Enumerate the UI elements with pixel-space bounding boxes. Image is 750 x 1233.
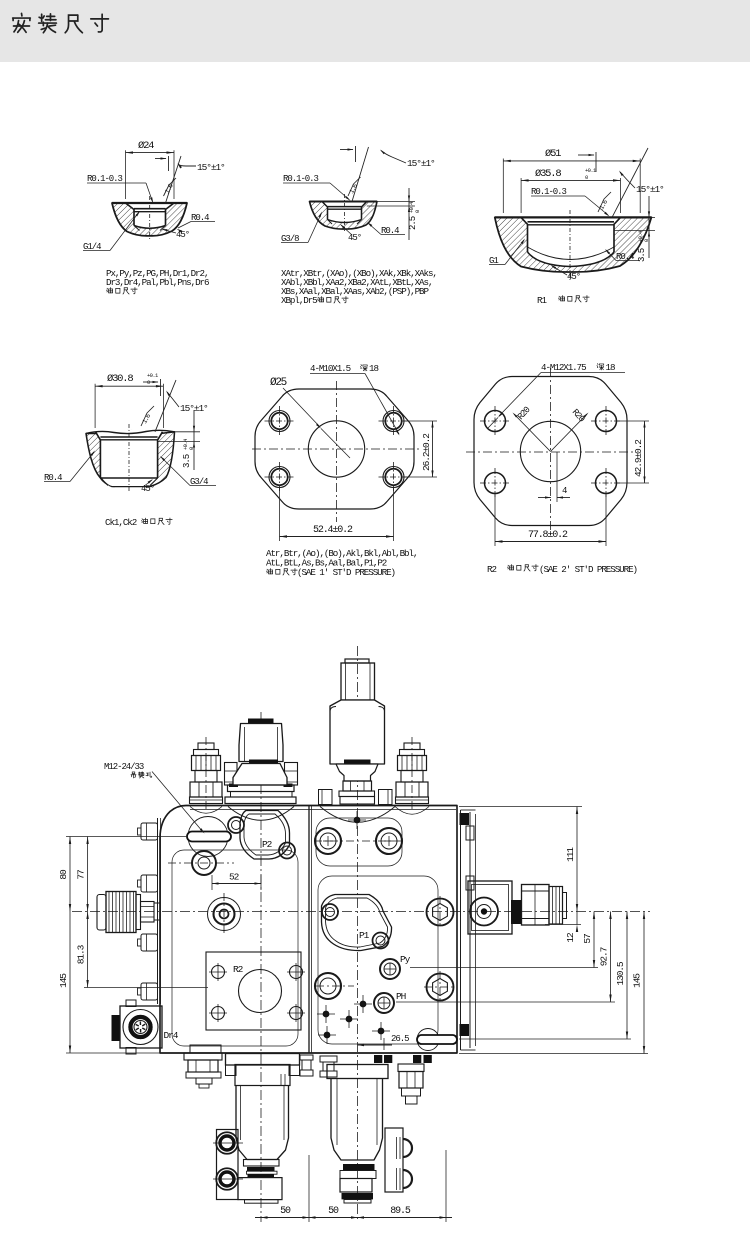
svg-text:0: 0 xyxy=(643,239,650,242)
svg-text:Atr,Btr,(Ao),(Bo),Akl,Bkl,Abl,: Atr,Btr,(Ao),(Bo),Akl,Bkl,Abl,Bbl, xyxy=(266,548,417,559)
svg-text:R2: R2 xyxy=(487,564,496,575)
svg-text:G1: G1 xyxy=(489,256,498,266)
svg-text:M12-24/33: M12-24/33 xyxy=(104,762,144,772)
svg-text:G1/4: G1/4 xyxy=(83,242,101,252)
svg-text:G3/4: G3/4 xyxy=(190,477,208,487)
svg-text:R2: R2 xyxy=(233,964,244,975)
svg-text:P2: P2 xyxy=(262,839,273,850)
svg-text:R0.4: R0.4 xyxy=(616,252,634,262)
svg-text:52.4±0.2: 52.4±0.2 xyxy=(313,525,353,536)
svg-text:Ø24: Ø24 xyxy=(138,140,154,152)
svg-text:45°: 45° xyxy=(141,484,154,494)
svg-text:Dr4: Dr4 xyxy=(164,1030,179,1041)
svg-text:R1: R1 xyxy=(537,295,547,306)
svg-text:145: 145 xyxy=(632,973,643,988)
svg-text:45°: 45° xyxy=(348,233,361,243)
svg-text:R0.1-0.3: R0.1-0.3 xyxy=(87,174,123,184)
svg-text:3.5: 3.5 xyxy=(182,454,192,468)
svg-text:42.9±0.2: 42.9±0.2 xyxy=(633,439,644,477)
svg-text:2.5: 2.5 xyxy=(408,216,418,230)
svg-text:1.6: 1.6 xyxy=(164,183,175,195)
svg-text:0: 0 xyxy=(147,379,150,386)
svg-text:+0.1: +0.1 xyxy=(147,372,159,379)
svg-text:15°±1°: 15°±1° xyxy=(407,158,435,169)
svg-text:AtL,BtL,As,Bs,Aal,Bal,P1,P2: AtL,BtL,As,Bs,Aal,Bal,P1,P2 xyxy=(266,558,387,569)
svg-text:45°: 45° xyxy=(176,230,189,240)
svg-text:(SAE 2' ST'D PRESSURE): (SAE 2' ST'D PRESSURE) xyxy=(539,564,637,575)
svg-text:4-M12X1.75: 4-M12X1.75 xyxy=(541,362,586,373)
svg-text:26.2±0.2: 26.2±0.2 xyxy=(421,433,432,471)
svg-text:50: 50 xyxy=(328,1206,339,1217)
svg-text:G3/8: G3/8 xyxy=(281,234,299,244)
svg-text:(SAE 1' ST'D PRESSURE): (SAE 1' ST'D PRESSURE) xyxy=(297,567,395,578)
svg-text:77.8±0.2: 77.8±0.2 xyxy=(528,530,568,541)
svg-text:+0.4: +0.4 xyxy=(408,201,415,213)
svg-text:0: 0 xyxy=(585,174,588,181)
svg-text:26.5: 26.5 xyxy=(391,1034,409,1044)
svg-text:XBs,XAal,XBal,XAas,XAb2,(PSP),: XBs,XAal,XBal,XAas,XAb2,(PSP),PBP xyxy=(281,286,430,297)
svg-text:45°: 45° xyxy=(567,272,580,282)
svg-text:R0.1-0.3: R0.1-0.3 xyxy=(531,187,567,197)
svg-text:18: 18 xyxy=(606,362,615,373)
svg-text:1.6: 1.6 xyxy=(348,183,359,195)
svg-text:XAtr,XBtr,(XAo),(XBo),XAk,XBk,: XAtr,XBtr,(XAo),(XBo),XAk,XBk,XAks, xyxy=(281,268,437,279)
svg-text:+0.4: +0.4 xyxy=(182,438,189,450)
svg-text:0: 0 xyxy=(414,210,421,213)
svg-text:18: 18 xyxy=(369,363,378,374)
svg-text:R0.4: R0.4 xyxy=(44,473,62,483)
svg-text:Ø35.8: Ø35.8 xyxy=(535,168,561,180)
svg-text:0: 0 xyxy=(188,447,195,450)
svg-text:1.6: 1.6 xyxy=(141,413,152,425)
svg-text:12: 12 xyxy=(565,932,576,943)
svg-text:4-M10X1.5: 4-M10X1.5 xyxy=(310,363,351,374)
svg-text:Py: Py xyxy=(400,954,411,965)
svg-text:52: 52 xyxy=(229,872,240,883)
svg-text:XAbl,XBbl,XAa2,XBa2,XAtL,XBtL,: XAbl,XBbl,XAa2,XBa2,XAtL,XBtL,XAs, xyxy=(281,277,432,288)
svg-text:XBpl,Dr5: XBpl,Dr5 xyxy=(281,295,317,306)
svg-text:15°±1°: 15°±1° xyxy=(636,184,664,195)
svg-text:81.3: 81.3 xyxy=(76,944,87,964)
svg-text:Ck1,Ck2: Ck1,Ck2 xyxy=(105,517,137,528)
svg-text:Px,Py,Pz,PG,PH,Dr1,Dr2,: Px,Py,Pz,PG,PH,Dr1,Dr2, xyxy=(106,268,208,279)
svg-text:R0.4: R0.4 xyxy=(191,213,209,223)
svg-text:89.5: 89.5 xyxy=(390,1206,411,1217)
svg-text:145: 145 xyxy=(58,973,69,988)
svg-text:111: 111 xyxy=(565,847,576,862)
svg-text:92.7: 92.7 xyxy=(599,947,610,966)
svg-text:Dr3,Dr4,Pal,Pbl,Pns,Dr6: Dr3,Dr4,Pal,Pbl,Pns,Dr6 xyxy=(106,277,209,288)
svg-text:Ø25: Ø25 xyxy=(270,377,287,389)
svg-text:+0.1: +0.1 xyxy=(585,167,597,174)
svg-text:130.5: 130.5 xyxy=(615,961,626,985)
svg-text:P1: P1 xyxy=(359,930,370,941)
svg-text:Ø30.8: Ø30.8 xyxy=(107,373,133,385)
svg-text:77: 77 xyxy=(76,870,87,880)
svg-text:15°±1°: 15°±1° xyxy=(180,403,208,414)
svg-text:PH: PH xyxy=(396,991,406,1002)
svg-text:1.6: 1.6 xyxy=(598,199,609,211)
svg-text:15°±1°: 15°±1° xyxy=(197,162,225,173)
svg-text:50: 50 xyxy=(280,1206,291,1217)
svg-text:+0.4: +0.4 xyxy=(637,230,644,242)
svg-text:80: 80 xyxy=(58,869,69,880)
svg-text:3.5: 3.5 xyxy=(637,248,647,262)
svg-text:R0.1-0.3: R0.1-0.3 xyxy=(283,174,319,184)
svg-text:R0.4: R0.4 xyxy=(381,226,399,236)
svg-text:4: 4 xyxy=(562,486,567,496)
svg-text:Ø51: Ø51 xyxy=(545,148,561,160)
svg-text:57: 57 xyxy=(582,934,593,944)
